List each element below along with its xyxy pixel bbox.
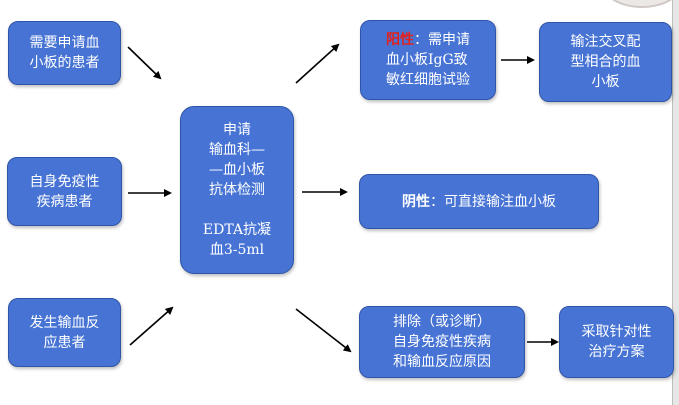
- crossmatched-platelets-text: 输注交叉配 型相合的血 小板: [570, 34, 641, 90]
- patients-needing-platelets-text: 需要申请血 小板的患者: [29, 35, 100, 71]
- autoimmune-patients-text: 自身免疫性 疾病患者: [29, 173, 100, 210]
- negative-label: 阴性: [402, 193, 430, 210]
- arrow-bottom-left-to-center: [129, 306, 174, 346]
- exclude-diagnose-box: 排除（或诊断） 自身免疫性疾病 和输血反应原因: [359, 306, 525, 378]
- positive-label: 阳性: [386, 32, 414, 48]
- negative-result-text: 阴性：可直接输注血小板: [402, 192, 556, 212]
- autoimmune-patients-box: 自身免疫性 疾病患者: [7, 157, 122, 226]
- arrow-center-to-exclude: [295, 308, 352, 353]
- transfusion-reaction-patients-box: 发生输血反 应患者: [8, 298, 121, 367]
- arrow-center-to-positive: [295, 43, 340, 84]
- negative-detail: ：可直接输注血小板: [430, 193, 556, 210]
- antibody-test-request-text: 申请 输血科— —血小板 抗体检测 EDTA抗凝 血3-5ml: [202, 122, 272, 258]
- positive-result-box: 阳性：需申请 血小板IgG致 敏红细胞试验: [360, 20, 496, 100]
- arrow-top-left-to-center: [127, 46, 162, 80]
- targeted-treatment-box: 采取针对性 治疗方案: [559, 306, 674, 378]
- crossmatched-platelets-box: 输注交叉配 型相合的血 小板: [539, 22, 672, 102]
- transfusion-reaction-patients-text: 发生输血反 应患者: [29, 314, 100, 351]
- negative-result-box: 阴性：可直接输注血小板: [359, 174, 599, 229]
- positive-detail: ：需申请 血小板IgG致 敏红细胞试验: [386, 32, 470, 88]
- antibody-test-request-box: 申请 输血科— —血小板 抗体检测 EDTA抗凝 血3-5ml: [180, 106, 294, 274]
- patients-needing-platelets-box: 需要申请血 小板的患者: [8, 21, 121, 85]
- positive-result-text: 阳性：需申请 血小板IgG致 敏红细胞试验: [386, 30, 470, 90]
- window-edge: [672, 0, 679, 405]
- targeted-treatment-text: 采取针对性 治疗方案: [581, 324, 652, 360]
- exclude-diagnose-text: 排除（或诊断） 自身免疫性疾病 和输血反应原因: [393, 314, 491, 370]
